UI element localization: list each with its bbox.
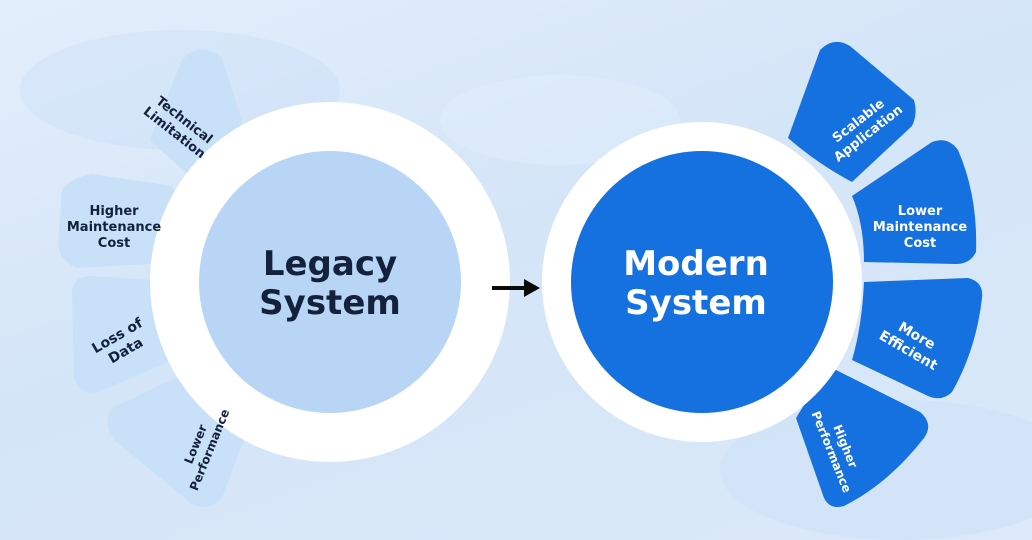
legacy-issue-line1: Higher	[89, 204, 139, 219]
modern-petal-lower-maintenance-cost	[852, 140, 977, 264]
modern-benefit-lower-maintenance-cost: Lower Maintenance Cost	[873, 204, 967, 251]
legacy-petal-higher-maintenance-cost	[58, 174, 185, 268]
legacy-issue-line3: Cost	[98, 236, 130, 251]
legacy-title-line1: Legacy	[263, 244, 397, 284]
legacy-circle	[199, 151, 461, 413]
modern-petal-more-efficient	[852, 278, 983, 399]
modern-benefit-line2: Maintenance	[873, 220, 967, 235]
modern-benefit-line1: Lower	[898, 204, 943, 219]
modern-petals	[788, 41, 983, 507]
arrow-right-icon	[492, 279, 540, 297]
modern-benefit-line3: Cost	[904, 236, 936, 251]
legacy-issue-line2: Maintenance	[67, 220, 161, 235]
legacy-title-line2: System	[259, 283, 401, 323]
modern-title-line2: System	[625, 283, 767, 323]
legacy-issue-higher-maintenance-cost: Higher Maintenance Cost	[67, 204, 161, 251]
modern-circle	[571, 151, 833, 413]
modern-title-line1: Modern	[623, 244, 769, 284]
modern-petal-higher-performance	[796, 366, 929, 507]
modern-petal-scalable-application	[788, 41, 916, 182]
